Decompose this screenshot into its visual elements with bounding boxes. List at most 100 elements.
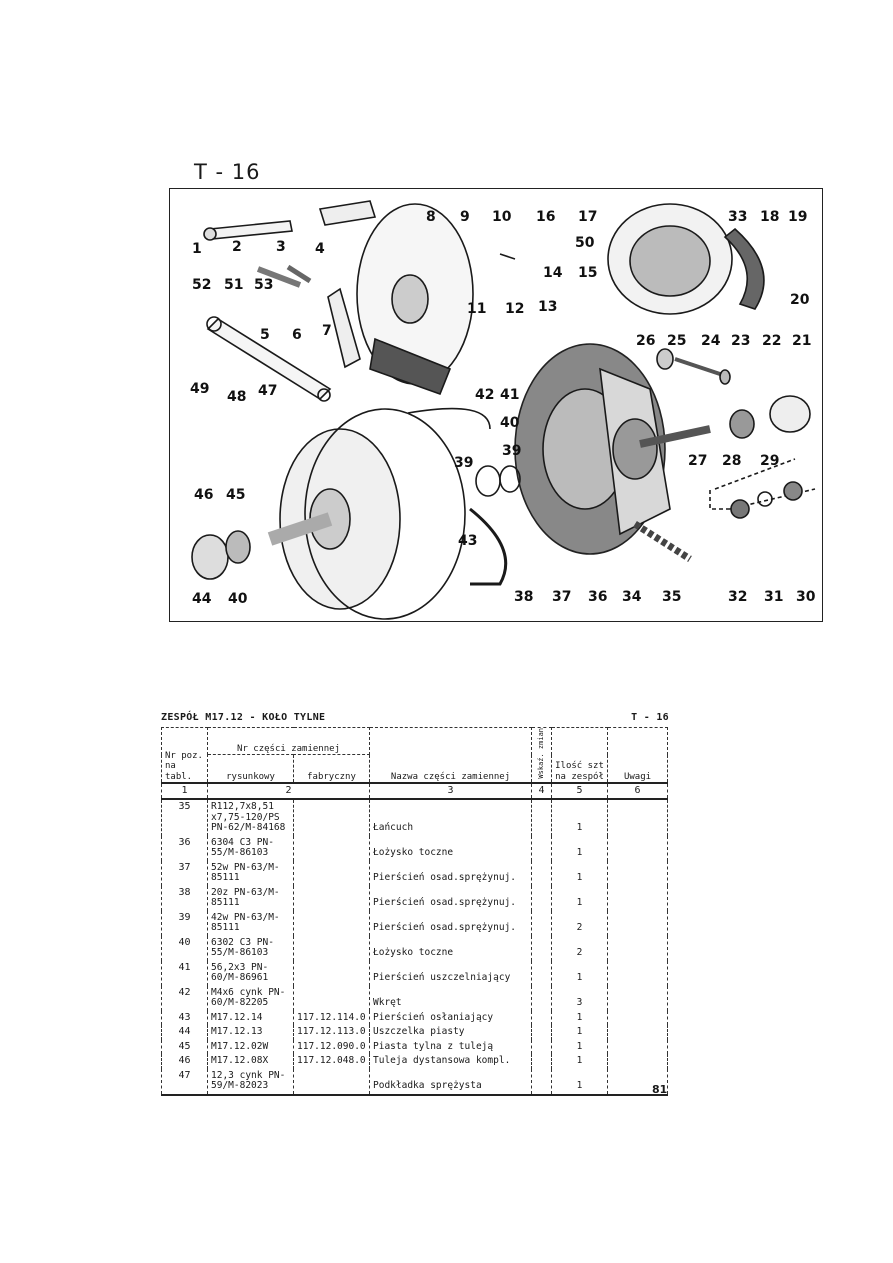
callout-24: 24 [701, 333, 721, 349]
callout-32: 32 [728, 589, 747, 605]
callout-4: 4 [315, 241, 325, 257]
row-col4 [531, 799, 553, 836]
row-factory-no [292, 860, 371, 886]
callout-12: 12 [505, 301, 524, 317]
row-factory-no: 117.12.114.0 [292, 1010, 371, 1026]
row-drawing-no: M17.12.14 [207, 1010, 294, 1026]
callout-19: 19 [788, 209, 807, 225]
col-num-6: 6 [607, 782, 669, 801]
row-remarks [607, 935, 669, 961]
sprocket-drawing [514, 343, 711, 555]
callout-30: 30 [796, 589, 816, 605]
table-code: T - 16 [631, 712, 669, 723]
header-pos: Nr poz. na tabl. [161, 727, 208, 784]
row-drawing-no: 42w PN-63/M-85111 [207, 910, 294, 936]
callout-14: 14 [543, 265, 563, 281]
row-drawing-no: M17.12.08X [207, 1054, 294, 1069]
callout-5: 5 [260, 327, 270, 343]
row-drawing-no: 52w PN-63/M-85111 [207, 860, 294, 886]
callout-38: 38 [514, 589, 533, 605]
row-pos: 37 [161, 860, 208, 886]
callout-6: 6 [292, 327, 302, 343]
row-part-name: Pierścień osłaniający [369, 1010, 533, 1026]
callout-53: 53 [254, 277, 273, 293]
row-remarks [607, 860, 669, 886]
callout-16: 16 [536, 209, 555, 225]
row-factory-no: 117.12.048.0 [292, 1054, 371, 1069]
col-num-4: 4 [531, 782, 553, 801]
row-remarks [607, 1039, 669, 1055]
exploded-view-figure: 1 2 3 4 8 9 10 16 17 33 18 19 50 20 52 5… [169, 188, 823, 622]
row-part-name: Uszczelka piasty [369, 1025, 533, 1040]
row-factory-no: 117.12.113.0 [292, 1025, 371, 1040]
row-remarks [607, 960, 669, 986]
callout-47: 47 [258, 383, 277, 399]
col-num-1: 1 [161, 782, 208, 801]
row-remarks [607, 885, 669, 911]
callout-40: 40 [500, 415, 520, 431]
row-pos: 43 [161, 1010, 208, 1026]
row-col4 [531, 860, 553, 886]
callout-15: 15 [578, 265, 597, 281]
nuts-washers-drawing [709, 395, 816, 519]
axle-pin-drawing [203, 220, 312, 288]
row-qty: 1 [551, 835, 609, 861]
page-code: T - 16 [194, 160, 261, 184]
callout-11: 11 [467, 301, 486, 317]
row-col4 [531, 1039, 553, 1055]
callout-48: 48 [227, 389, 246, 405]
chain-drawing [633, 521, 692, 562]
row-factory-no [292, 910, 371, 936]
row-qty: 1 [551, 1039, 609, 1055]
callout-41: 41 [500, 387, 519, 403]
callout-28: 28 [722, 453, 741, 469]
callout-2: 2 [232, 239, 242, 255]
header-col4: Wskaź. zmian [531, 727, 553, 784]
row-qty: 2 [551, 910, 609, 936]
row-drawing-no: 6304 C3 PN-55/M-86103 [207, 835, 294, 861]
row-qty: 1 [551, 1025, 609, 1040]
row-pos: 47 [161, 1068, 208, 1096]
row-factory-no: 117.12.090.0 [292, 1039, 371, 1055]
row-factory-no [292, 885, 371, 911]
header-part-no: Nr części zamiennej [206, 726, 371, 756]
callout-43: 43 [458, 533, 477, 549]
callout-31: 31 [764, 589, 783, 605]
callout-25: 25 [667, 333, 686, 349]
callout-45: 45 [226, 487, 245, 503]
header-row-2: rysunkowy fabryczny [162, 754, 668, 784]
callout-1: 1 [192, 241, 202, 257]
callout-21: 21 [792, 333, 811, 349]
row-part-name: Pierścień uszczelniający [369, 960, 533, 986]
row-col4 [531, 1068, 553, 1096]
row-qty: 1 [551, 799, 609, 836]
parts-table: Nr poz. na tabl. Nr części zamiennej Naz… [161, 726, 669, 1096]
row-col4 [531, 1054, 553, 1069]
header-qty: Ilość szt na zespół [551, 727, 609, 784]
callout-10: 10 [492, 209, 512, 225]
callout-39b: 39 [454, 455, 473, 471]
row-col4 [531, 1010, 553, 1026]
callout-13: 13 [538, 299, 557, 315]
callout-20: 20 [790, 292, 810, 308]
row-qty: 1 [551, 1010, 609, 1026]
callout-9: 9 [460, 209, 470, 225]
row-col4 [531, 960, 553, 986]
row-part-name: Pierścień osad.sprężynuj. [369, 885, 533, 911]
callout-51: 51 [224, 277, 243, 293]
row-drawing-no: M17.12.13 [207, 1025, 294, 1040]
header-factory: fabryczny [292, 754, 371, 784]
row-drawing-no: M4x6 cynk PN-60/M-82205 [207, 985, 294, 1011]
header-name: Nazwa części zamiennej [369, 727, 533, 784]
row-col4 [531, 985, 553, 1011]
row-part-name: Podkładka sprężysta [369, 1068, 533, 1096]
row-drawing-no: 56,2x3 PN-60/M-86961 [207, 960, 294, 986]
